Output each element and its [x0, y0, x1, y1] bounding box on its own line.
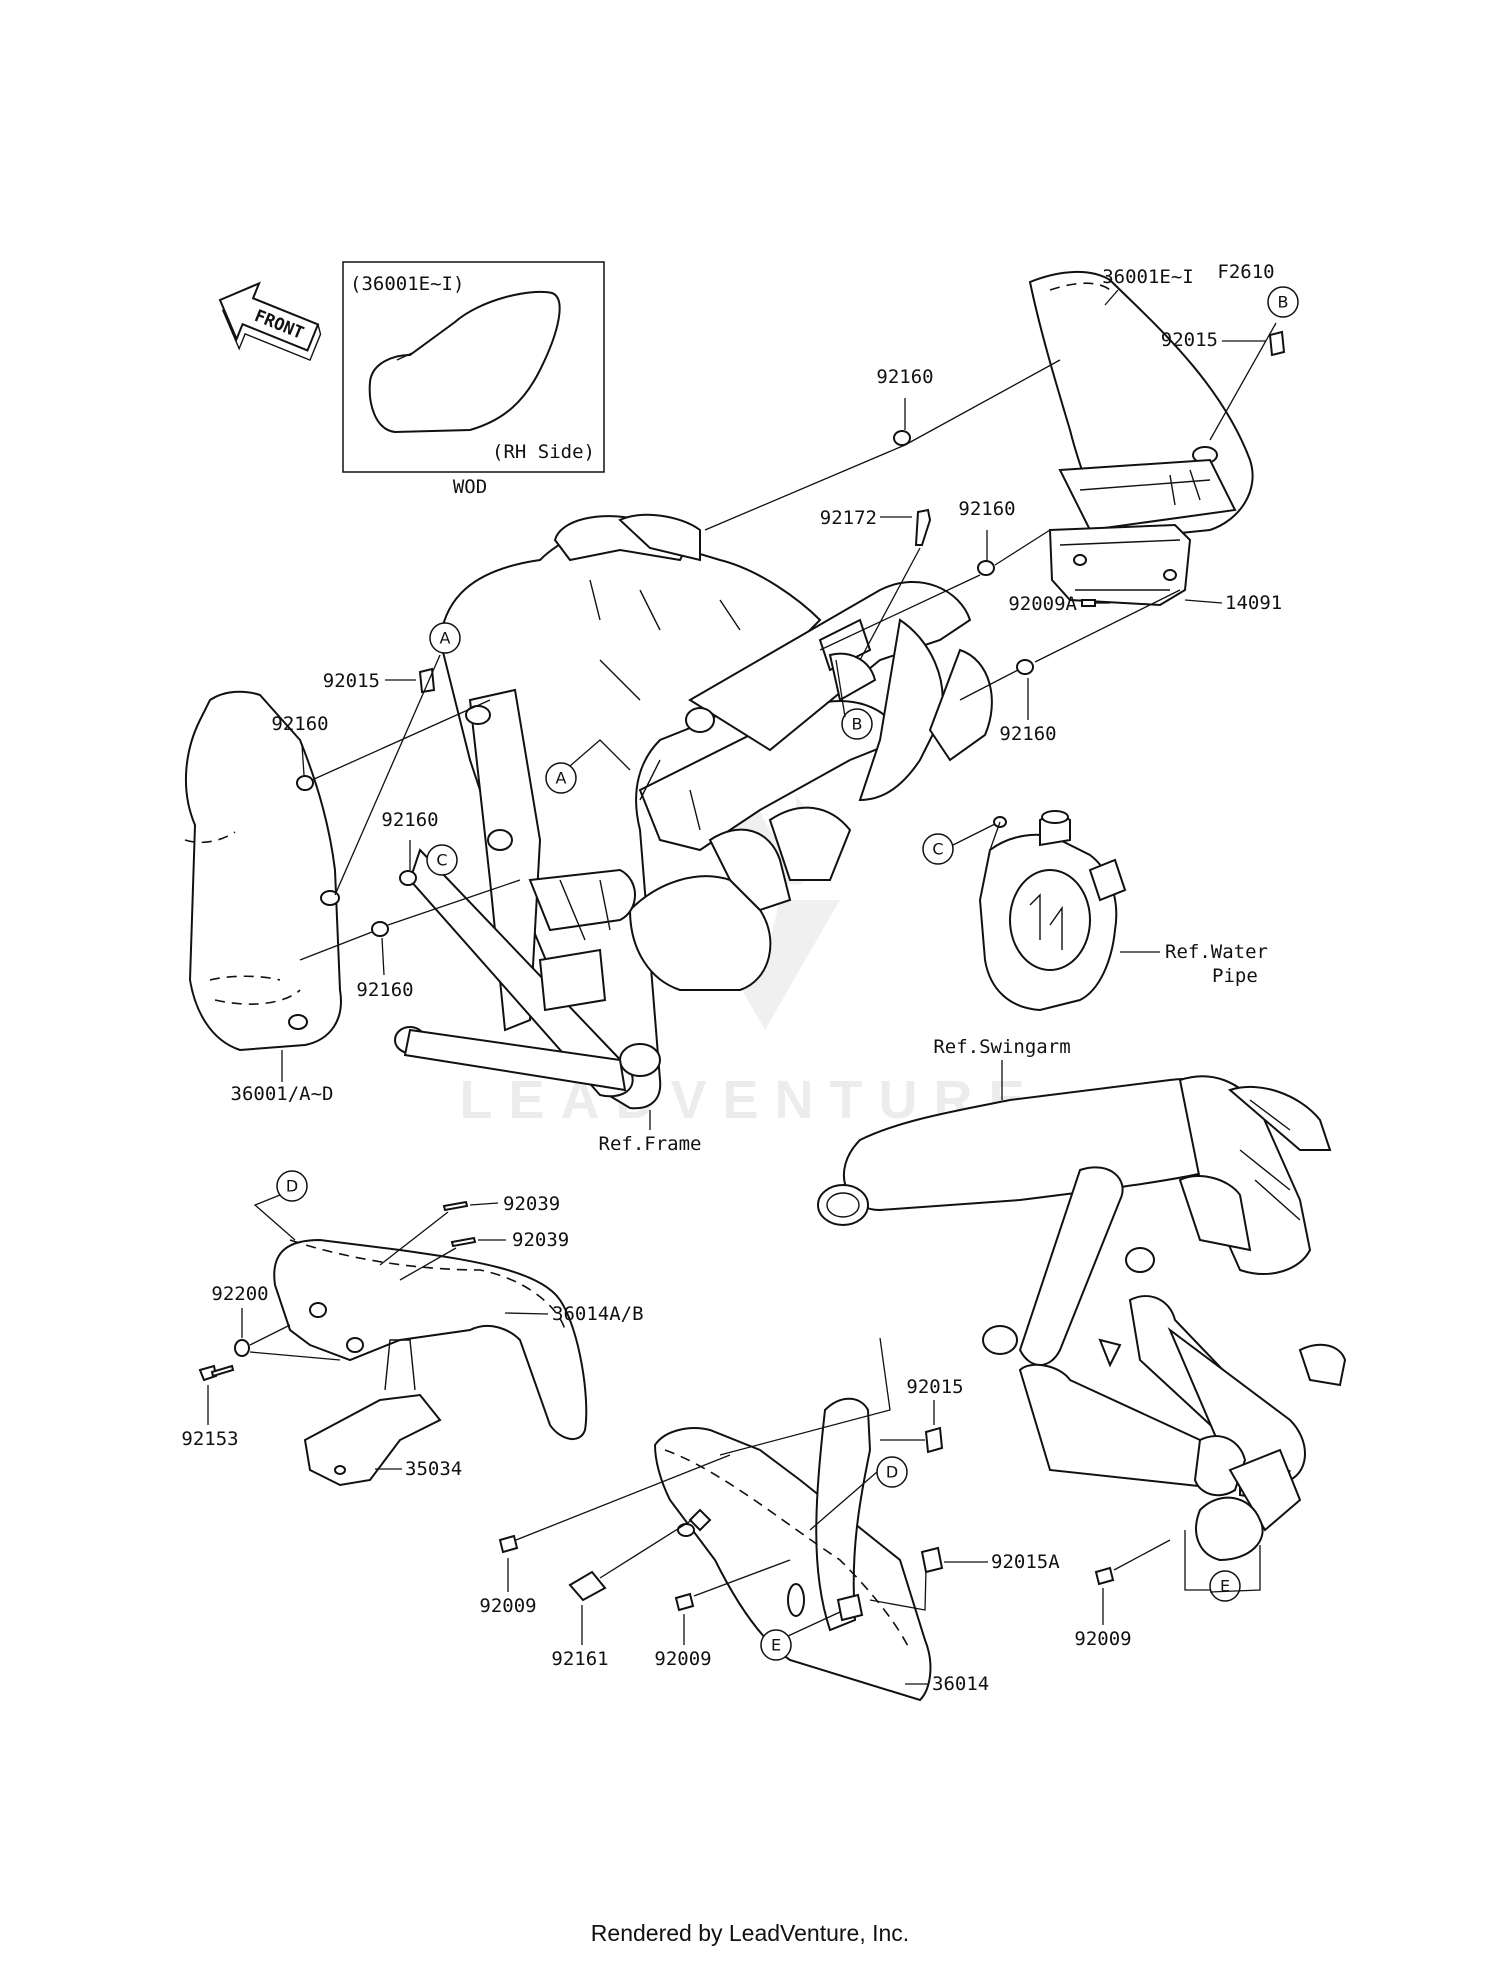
bolt-92172 [914, 508, 932, 546]
label-36001AD: 36001/A~D [231, 1083, 334, 1105]
label-92015-a: 92015 [323, 670, 380, 692]
svg-text:C: C [932, 840, 943, 859]
grommet-92160-low [371, 921, 389, 937]
grommet-92160-top [893, 430, 911, 446]
label-36014: 36014 [932, 1673, 989, 1695]
label-ref-swingarm: Ref.Swingarm [933, 1036, 1070, 1058]
right-side-cover [1028, 271, 1254, 542]
rivet-92039-a [442, 1200, 469, 1212]
label-92160-mid: 92160 [958, 498, 1015, 520]
bolt-92009-middle [674, 1592, 695, 1612]
label-92160-c: 92160 [381, 809, 438, 831]
svg-text:B: B [852, 715, 863, 734]
label-92039-a: 92039 [503, 1193, 560, 1215]
chain-cover-36014AB [273, 1238, 588, 1440]
svg-text:C: C [436, 851, 447, 870]
callout-d-left: D [276, 1170, 308, 1202]
front-arrow-icon: FRONT [218, 281, 322, 362]
inset-side-cover [368, 290, 561, 434]
grommet-92160-mid [977, 560, 995, 576]
bolt-92009-left [498, 1534, 519, 1554]
label-92039-b: 92039 [512, 1229, 569, 1251]
left-side-cover [184, 690, 342, 1052]
callout-e-right: E [1209, 1570, 1241, 1602]
label-ref-water-1: Ref.Water [1165, 941, 1268, 963]
bolt-92009-right [1094, 1566, 1115, 1586]
callout-b-mid: B [841, 708, 873, 740]
svg-text:D: D [886, 1463, 898, 1482]
callout-a-left: A [429, 622, 461, 654]
label-92015-b: 92015 [1161, 329, 1218, 351]
label-92200: 92200 [211, 1283, 268, 1305]
washer-92200 [234, 1339, 250, 1357]
diagram-code: F2610 [1217, 261, 1274, 283]
bracket-14091 [1048, 523, 1192, 607]
bracket-35034 [303, 1339, 442, 1487]
pad-92161 [568, 1570, 607, 1602]
ref-frame-label: Ref.Frame [599, 1133, 702, 1155]
label-92009-left: 92009 [479, 1595, 536, 1617]
spacer-92015-d [924, 1426, 944, 1454]
callout-c-right: C [922, 833, 954, 865]
grommet-92160-right [1016, 659, 1034, 675]
callout-e-left: E [760, 1629, 792, 1661]
svg-text:A: A [556, 769, 567, 788]
screw-92009A [1081, 599, 1096, 607]
label-92160-low: 92160 [356, 979, 413, 1001]
inset-caption: WOD [453, 476, 487, 498]
spacer-92015A [920, 1546, 944, 1574]
label-92015A: 92015A [991, 1551, 1060, 1573]
swingarm [817, 1075, 1347, 1562]
inset-side-label: (RH Side) [492, 441, 595, 463]
inset-part-number: (36001E~I) [350, 273, 464, 295]
spacer-92015-b [1268, 330, 1286, 357]
callout-d-right: D [876, 1456, 908, 1488]
water-pipe-cover [978, 810, 1127, 1012]
svg-text:E: E [1220, 1577, 1230, 1596]
label-ref-water-2: Pipe [1212, 965, 1258, 987]
rivet-92039-b [450, 1236, 477, 1248]
footer-credit: Rendered by LeadVenture, Inc. [590, 1920, 910, 1946]
grommet-92160-left [296, 775, 314, 791]
frame [394, 513, 993, 1110]
spacer-92015-a [418, 667, 436, 694]
callout-a-mid: A [545, 762, 577, 794]
svg-text:A: A [440, 629, 451, 648]
label-14091: 14091 [1225, 592, 1282, 614]
label-36001EI: 36001E~I [1102, 266, 1194, 288]
svg-text:B: B [1278, 293, 1289, 312]
svg-text:D: D [286, 1177, 298, 1196]
label-36014AB: 36014A/B [552, 1303, 644, 1325]
inset-box: (36001E~I) (RH Side) [342, 261, 605, 473]
chain-guard-36014 [653, 1397, 932, 1702]
label-92160-right: 92160 [999, 723, 1056, 745]
label-92009-middle: 92009 [654, 1648, 711, 1670]
label-35034: 35034 [405, 1458, 462, 1480]
label-92161: 92161 [551, 1648, 608, 1670]
label-92160-top: 92160 [876, 366, 933, 388]
label-92153: 92153 [181, 1428, 238, 1450]
callout-c-left: C [426, 844, 458, 876]
label-92009-right: 92009 [1074, 1628, 1131, 1650]
callout-b-top: B [1267, 286, 1299, 318]
grommet-92160-c [399, 870, 417, 886]
svg-text:E: E [771, 1636, 781, 1655]
label-92172: 92172 [820, 507, 877, 529]
label-92015-d: 92015 [906, 1376, 963, 1398]
label-92160-left: 92160 [271, 713, 328, 735]
label-92009A: 92009A [1008, 593, 1077, 615]
